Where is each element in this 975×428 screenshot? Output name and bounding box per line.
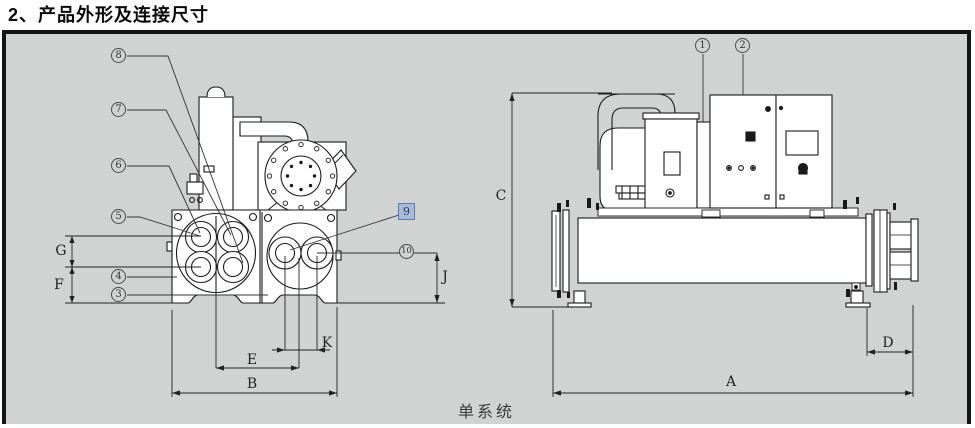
side-view-drawing	[551, 93, 919, 308]
front-view-dimensions	[65, 235, 445, 397]
side-view-dimensions	[509, 92, 914, 397]
callout-6: 6	[111, 158, 126, 173]
callout-2: 2	[735, 38, 750, 53]
callout-7: 7	[111, 102, 126, 117]
callout-3: 3	[111, 287, 126, 302]
callout-8: 8	[111, 48, 126, 63]
dim-label-E: E	[246, 352, 258, 368]
callout-10: 10	[399, 244, 414, 259]
dim-label-D: D	[882, 335, 894, 351]
dim-label-C: C	[495, 188, 507, 204]
front-view-drawing	[166, 86, 357, 304]
dim-label-B: B	[246, 376, 258, 392]
dim-label-F: F	[54, 277, 64, 293]
callout-4: 4	[111, 269, 126, 284]
page-title: 2、产品外形及连接尺寸	[8, 5, 210, 25]
dim-label-K: K	[321, 335, 333, 351]
callout-1: 1	[695, 38, 710, 53]
front-view-leader-lines	[127, 54, 744, 296]
dim-label-G: G	[55, 243, 67, 259]
callout-9-highlighted: 9	[398, 203, 415, 220]
dim-label-J: J	[442, 269, 448, 285]
view-caption: 单系统	[458, 402, 516, 421]
dim-label-A: A	[725, 374, 737, 390]
callout-5: 5	[111, 209, 126, 224]
